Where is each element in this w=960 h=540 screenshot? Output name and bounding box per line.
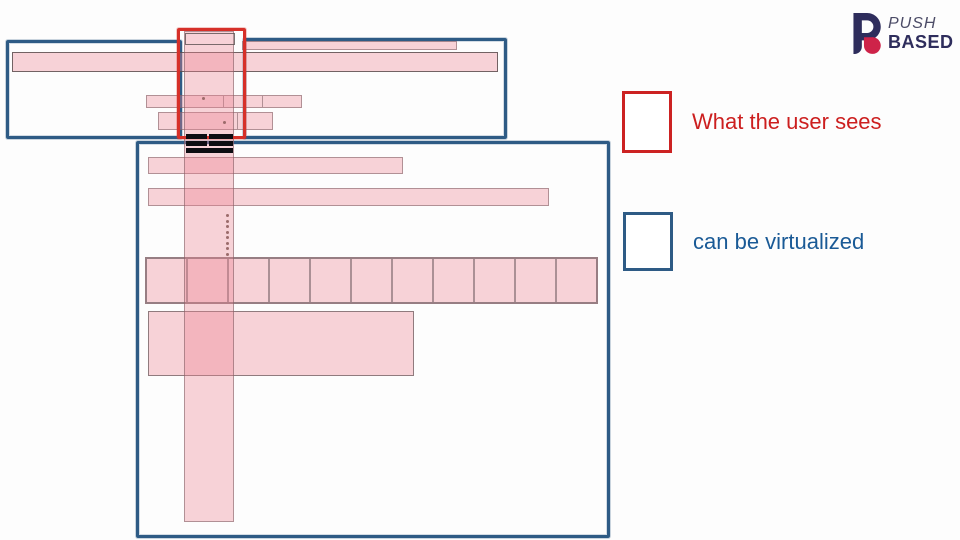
logo-word-push: PUSH: [888, 14, 937, 32]
table-row-small-cells: [146, 95, 302, 108]
legend-item-user-sees: What the user sees: [622, 91, 882, 153]
ellipsis-dot: [226, 241, 229, 245]
ellipsis-dot: [226, 252, 229, 256]
grid-cell: [434, 259, 475, 302]
grid-cell: [270, 259, 311, 302]
red-square-swatch: [622, 91, 672, 153]
grid-cell: [311, 259, 352, 302]
black-bar: [186, 134, 233, 139]
table-row-wide: [12, 52, 498, 72]
tiny-text-dot: [202, 97, 205, 100]
grid-cell: [352, 259, 393, 302]
grid-cell: [475, 259, 516, 302]
black-bar: [186, 148, 233, 153]
grid-cell: [159, 113, 238, 129]
ellipsis-dot: [226, 219, 229, 223]
blue-square-swatch: [623, 212, 673, 271]
legend-label: can be virtualized: [693, 228, 865, 254]
grid-cell: [147, 259, 188, 302]
logo-text: PUSH BASED: [888, 14, 954, 52]
scroll-column: [184, 31, 234, 522]
list-row-1: [148, 157, 403, 174]
grid-cell: [147, 96, 224, 107]
virtualized-area-top-left: [6, 40, 182, 139]
table-row-short: [242, 41, 457, 50]
grid-cell: [557, 259, 596, 302]
virtualized-area-main: [136, 141, 610, 538]
legend-label: What the user sees: [692, 109, 882, 134]
grid-cell: [516, 259, 557, 302]
legend-item-virtualized: can be virtualized: [623, 212, 864, 271]
grid-cell: [229, 259, 270, 302]
logo-word-based: BASED: [888, 31, 954, 52]
pushbased-logo-icon: [853, 13, 881, 54]
ellipsis-dot: [226, 225, 229, 228]
black-bar: [186, 141, 233, 146]
grid-cell: [188, 259, 229, 302]
grid-cell: [224, 96, 263, 107]
tiny-text-dot: [223, 121, 226, 124]
ellipsis-dot: [226, 236, 229, 239]
collapsed-rows-bars: [186, 134, 233, 155]
cell-grid-row: [145, 257, 598, 304]
grid-cell: [263, 96, 302, 107]
list-row-2: [148, 188, 549, 206]
grid-cell: [393, 259, 434, 302]
ellipsis-dot: [226, 247, 229, 250]
content-block: [148, 311, 414, 376]
column-header-cell: [185, 33, 235, 45]
pushbased-logo: PUSH BASED: [846, 12, 954, 54]
ellipsis-dot: [226, 214, 229, 217]
ellipsis-dot: [226, 230, 229, 234]
